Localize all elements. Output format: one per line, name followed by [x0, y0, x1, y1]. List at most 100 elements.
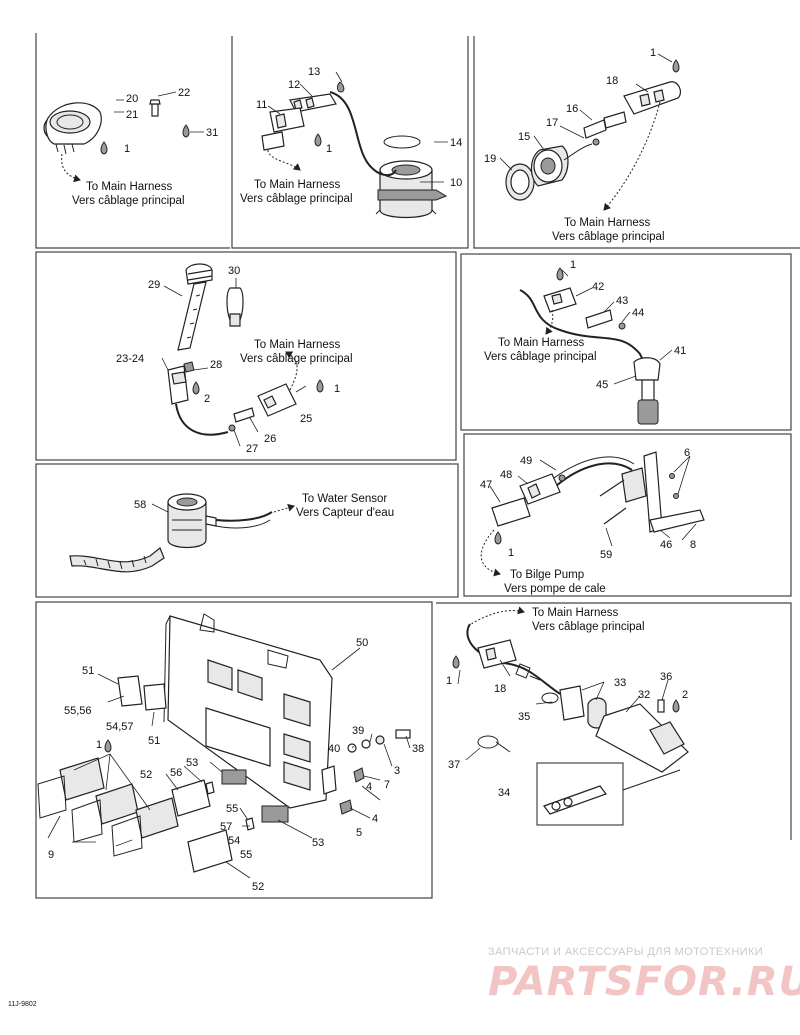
gauge-face-icon	[49, 110, 91, 134]
nut-33-icon	[559, 685, 585, 721]
callout-p8-5: 1	[96, 739, 102, 751]
callout-p4-4: 2	[204, 393, 210, 405]
panel-1-gauge	[43, 91, 204, 183]
socket-23-24-icon	[167, 365, 189, 405]
callout-p4-8: 27	[246, 443, 258, 455]
sealant-drop-icon	[100, 141, 108, 155]
callout-p8-11: 54	[228, 835, 240, 847]
callout-p4-7: 26	[264, 433, 276, 445]
caption-p1-fr: Vers câblage principal	[72, 195, 185, 207]
callout-p2-0: 13	[308, 66, 320, 78]
callout-p4-2: 23-24	[116, 353, 144, 365]
connector-9-icon	[59, 757, 105, 801]
caption-p4-en: To Main Harness	[254, 339, 341, 351]
terminal-26-icon	[233, 407, 255, 423]
screw-28-icon	[183, 361, 195, 373]
callout-p5-4: 41	[674, 345, 686, 357]
switch-32-icon	[595, 703, 689, 773]
callout-p8-6: 52	[140, 769, 152, 781]
callout-p7-7: 8	[690, 539, 696, 551]
panel-3-frame	[473, 36, 800, 249]
callout-p8-8: 53	[186, 757, 198, 769]
cover-51-icon	[117, 675, 143, 707]
sealant-drop-icon	[672, 59, 680, 73]
callout-p4-5: 1	[334, 383, 340, 395]
callout-p8-13: 53	[312, 837, 324, 849]
callout-p8-0: 50	[356, 637, 368, 649]
sealant-drop-icon	[104, 739, 112, 753]
callout-p8-21: 7	[384, 779, 390, 791]
callout-p2-5: 10	[450, 177, 462, 189]
caption-p5-fr: Vers câblage principal	[484, 351, 597, 363]
panel-3-gauge	[499, 53, 682, 211]
callout-p8-10: 57	[220, 821, 232, 833]
screw-38-icon	[395, 729, 411, 739]
panel-1-frame	[35, 33, 230, 249]
lanyard-clip-37-icon	[477, 735, 499, 749]
callout-labels: 20 21 22 31 1 13 12 11 1 14 10 1 18 16 1…	[48, 47, 696, 893]
hose-icon	[69, 547, 165, 573]
callout-p5-1: 42	[592, 281, 604, 293]
panel-9-switch	[452, 606, 689, 826]
panel-6-frame	[35, 463, 459, 598]
callout-p1-4: 1	[124, 143, 130, 155]
nut-icon	[353, 767, 365, 783]
callout-p8-12: 55	[240, 849, 252, 861]
callout-p8-18: 38	[412, 743, 424, 755]
caption-p5-en: To Main Harness	[498, 337, 585, 349]
connector-9-icon	[135, 797, 179, 839]
float-switch-icon	[621, 467, 647, 503]
caption-p9-en: To Main Harness	[532, 607, 619, 619]
screw-36-icon	[657, 699, 665, 713]
connector-52-icon	[187, 829, 233, 873]
callout-p8-3: 54,57	[106, 721, 134, 733]
caption-p7-fr: Vers pompe de cale	[504, 583, 606, 595]
panel-6-pump	[69, 493, 295, 573]
watermark-logo: PARTSFOR.RU	[488, 959, 800, 1005]
sealant-drop-icon	[494, 531, 502, 545]
callout-p8-9: 55	[226, 803, 238, 815]
callout-p9-7: 37	[448, 759, 460, 771]
callout-p2-3: 1	[326, 143, 332, 155]
sealant-drop-icon	[316, 379, 324, 393]
nut-17-icon	[592, 138, 600, 146]
light-post-icon	[177, 281, 207, 351]
panel-5-sensor	[519, 267, 673, 425]
screw-22-icon	[151, 103, 159, 117]
callout-p7-2: 47	[480, 479, 492, 491]
sealant-drop-icon	[452, 655, 460, 669]
panel-7-switch	[480, 451, 705, 577]
callout-p8-17: 40	[328, 743, 340, 755]
seal-53-icon	[261, 805, 289, 823]
caption-p6-fr: Vers Capteur d'eau	[296, 507, 394, 519]
seal-53-icon	[221, 769, 247, 785]
callout-p9-3: 36	[660, 671, 672, 683]
nut-31-icon	[182, 124, 190, 138]
callout-p7-1: 48	[500, 469, 512, 481]
caption-p3-en: To Main Harness	[564, 217, 651, 229]
sealant-drop-icon	[672, 699, 680, 713]
callout-p3-1: 18	[606, 75, 618, 87]
callout-p9-0: 1	[446, 675, 452, 687]
callout-p7-6: 46	[660, 539, 672, 551]
o-ring-14-icon	[383, 135, 421, 149]
callout-p2-1: 12	[288, 79, 300, 91]
callout-p3-0: 1	[650, 47, 656, 59]
callout-p9-4: 32	[638, 689, 650, 701]
callout-p8-22: 4	[372, 813, 378, 825]
screw-6-icon	[669, 473, 675, 479]
nut-44-icon	[618, 322, 626, 330]
drawing-code: 11J-9802	[8, 1001, 37, 1008]
sealant-drop-icon	[314, 133, 322, 147]
caption-p9-fr: Vers câblage principal	[532, 621, 645, 633]
terminal-43-icon	[585, 309, 613, 329]
callout-p8-16: 39	[352, 725, 364, 737]
callout-p1-1: 21	[126, 109, 138, 121]
callout-p3-2: 16	[566, 103, 578, 115]
pump-58-icon	[167, 501, 207, 549]
callout-p1-0: 20	[126, 93, 138, 105]
terminal-27-icon	[228, 424, 236, 432]
caption-p2-fr: Vers câblage principal	[240, 193, 353, 205]
callout-p1-3: 31	[206, 127, 218, 139]
